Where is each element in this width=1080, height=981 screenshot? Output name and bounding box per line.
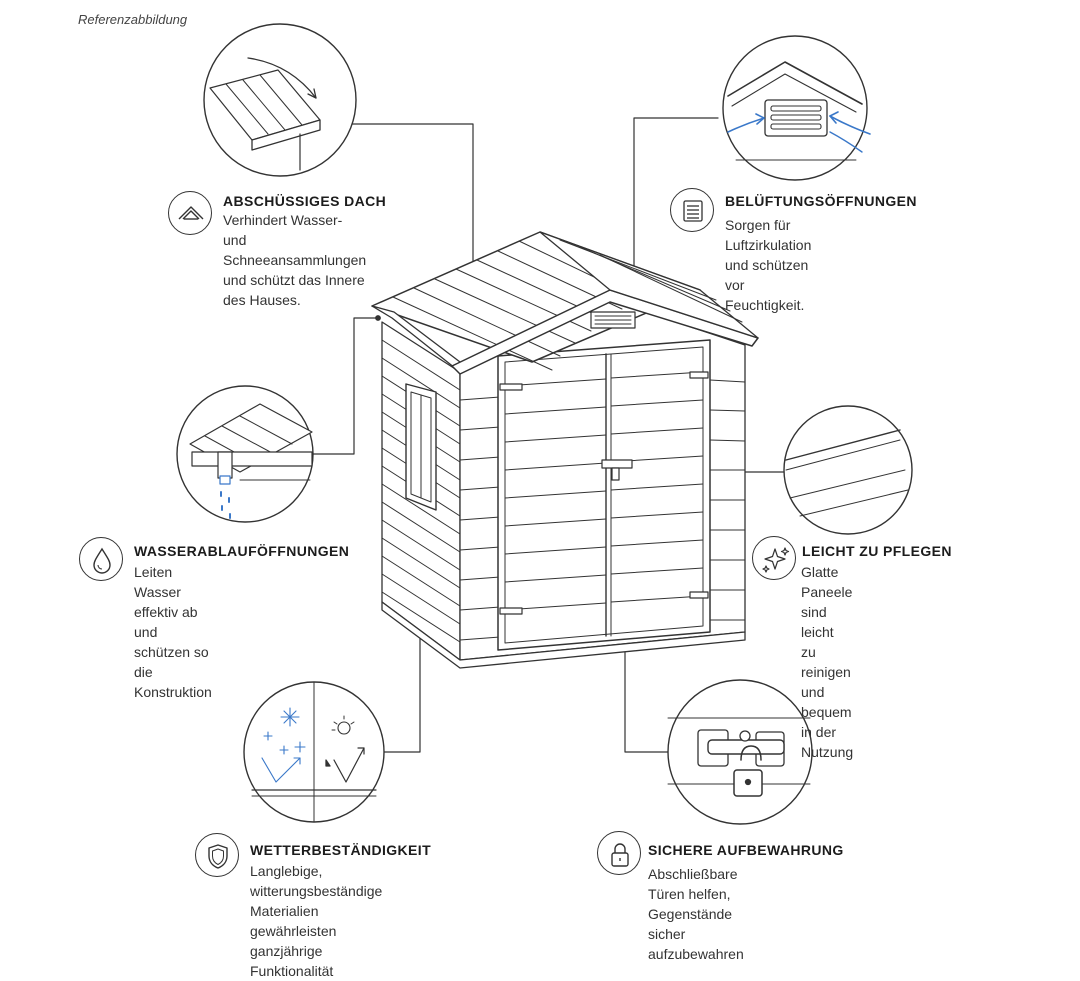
feature-care-description: Glatte Paneele sind leicht zu reinigen u… [801, 564, 854, 760]
infographic: Referenzabbildung [78, 12, 952, 979]
detail-circle-panel [783, 405, 913, 535]
shield-icon [195, 833, 239, 877]
roof-icon [168, 191, 212, 235]
feature-drain-description: Leiten Wasser effektiv ab und schützen s… [134, 564, 212, 700]
feature-weather-title: WETTERBESTÄNDIGKEIT [250, 842, 432, 858]
lock-icon [597, 831, 641, 875]
vent-icon [670, 188, 714, 232]
feature-roof-description: Verhindert Wasser- und Schneeansammlunge… [223, 212, 367, 308]
detail-circle-gutter [176, 385, 314, 523]
detail-circle-vent [722, 35, 871, 181]
feature-drain-title: WASSERABLAUFÖFFNUNGEN [134, 543, 350, 559]
feature-vent-title: BELÜFTUNGSÖFFNUNGEN [725, 193, 917, 209]
feature-storage-description: Abschließbare Türen helfen, Gegenstände … [648, 866, 744, 962]
shed-illustration [176, 23, 913, 825]
detail-circle-weather [243, 681, 385, 823]
feature-storage-title: SICHERE AUFBEWAHRUNG [648, 842, 844, 858]
detail-circle-roof [203, 23, 357, 177]
water-drop-icon [79, 537, 123, 581]
shed [371, 231, 759, 669]
feature-weather-description: Langlebige, witterungsbeständige Materia… [250, 863, 383, 979]
sparkle-icon [752, 536, 796, 580]
feature-care-title: LEICHT ZU PFLEGEN [802, 543, 952, 559]
reference-note: Referenzabbildung [78, 12, 188, 27]
detail-circle-lock [667, 679, 813, 825]
feature-vent-description: Sorgen für Luftzirkulation und schützen … [725, 217, 812, 313]
feature-roof-title: ABSCHÜSSIGES DACH [223, 193, 387, 209]
